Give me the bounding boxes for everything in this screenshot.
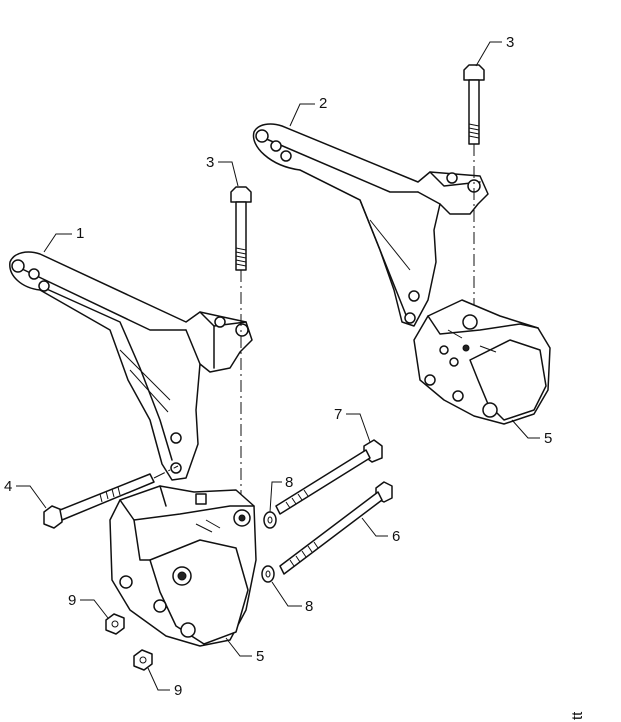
bolt-3-right bbox=[463, 64, 485, 145]
callout-9-lower: 9 bbox=[174, 682, 182, 699]
bolt-4 bbox=[43, 465, 179, 529]
bolt-6 bbox=[279, 481, 393, 575]
callout-3-right: 3 bbox=[506, 34, 514, 51]
washer-8-upper bbox=[263, 511, 277, 529]
callout-5-right: 5 bbox=[544, 430, 552, 447]
callout-6: 6 bbox=[392, 528, 400, 545]
callout-8-upper: 8 bbox=[285, 474, 293, 491]
callout-3-left: 3 bbox=[206, 154, 214, 171]
bolt-3-left bbox=[230, 186, 252, 271]
bolt-7 bbox=[275, 439, 383, 515]
washer-8-lower bbox=[261, 565, 275, 583]
callout-4: 4 bbox=[4, 478, 12, 495]
bracket-1 bbox=[9, 251, 253, 481]
figure-code: tt bbox=[569, 711, 586, 720]
callout-8-lower: 8 bbox=[305, 598, 313, 615]
callout-9-upper: 9 bbox=[68, 592, 76, 609]
nut-9-lower bbox=[133, 649, 153, 671]
nut-9-upper bbox=[105, 613, 125, 635]
mount-5-left bbox=[109, 485, 257, 647]
bracket-2 bbox=[252, 123, 489, 327]
callout-2: 2 bbox=[319, 95, 327, 112]
callout-1: 1 bbox=[76, 225, 84, 242]
callout-5-left: 5 bbox=[256, 648, 264, 665]
mount-5-right bbox=[413, 299, 551, 425]
callout-7: 7 bbox=[334, 406, 342, 423]
leader-lines bbox=[16, 41, 540, 691]
